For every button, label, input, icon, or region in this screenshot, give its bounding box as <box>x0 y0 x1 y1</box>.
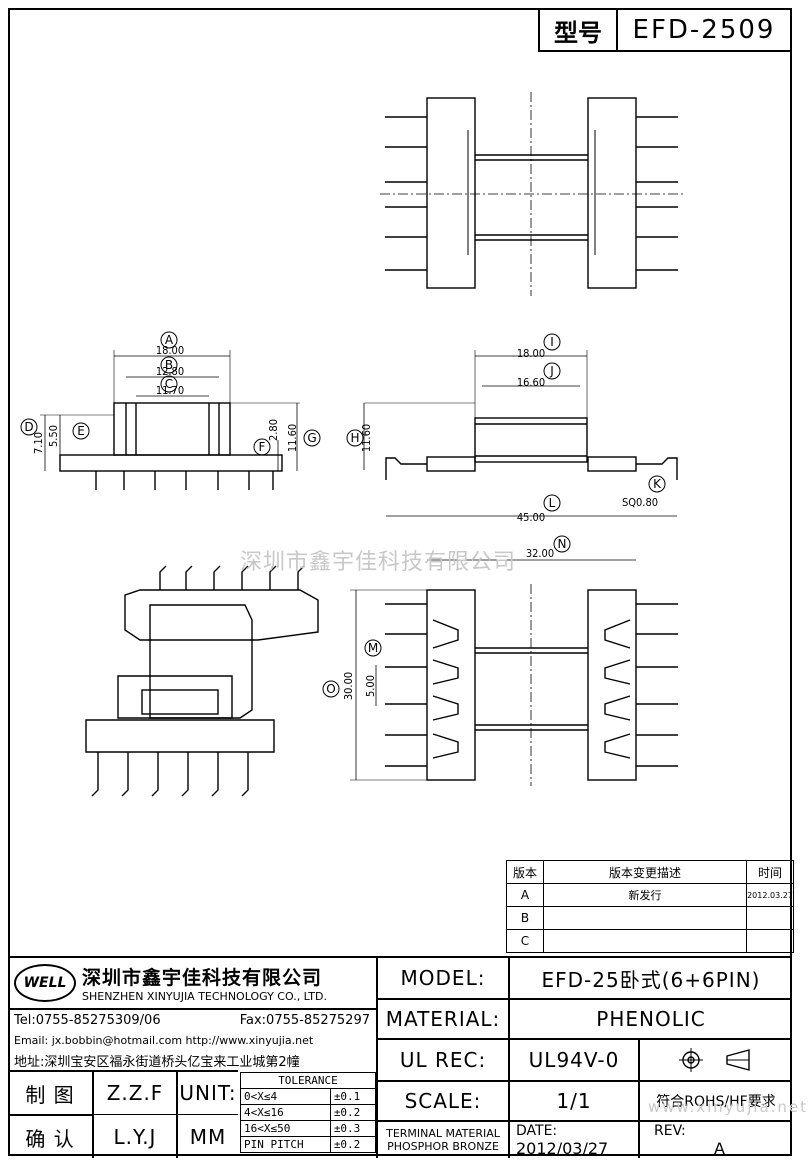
dim-E: 5.50 <box>47 425 60 447</box>
draw-name: Z.Z.F <box>92 1070 176 1114</box>
model-label: 型号 <box>540 10 618 50</box>
model-spec-value: EFD-25卧式(6+6PIN) <box>508 958 792 998</box>
dim-C: 11.70 <box>156 384 184 397</box>
tolerance-value: ±0.1 <box>329 1088 377 1105</box>
projection-symbol <box>638 1038 792 1080</box>
rev-header-desc: 版本变更描述 <box>543 860 747 884</box>
dim-A: 18.00 <box>156 344 184 357</box>
dim-L: 45.00 <box>517 511 545 524</box>
svg-text:I: I <box>550 335 554 349</box>
rev-version: A <box>506 883 544 907</box>
date-label: DATE: <box>516 1122 558 1139</box>
rev-cell: REV: A <box>638 1120 792 1158</box>
rev-header-version: 版本 <box>506 860 544 884</box>
svg-text:G: G <box>307 431 316 445</box>
rev-desc <box>543 906 747 930</box>
rev-version: B <box>506 906 544 930</box>
dim-B: 12.80 <box>156 365 184 378</box>
model-number: EFD-2509 <box>632 15 776 45</box>
rev-header-date: 时间 <box>746 860 794 884</box>
dim-J: 16.60 <box>517 376 545 389</box>
projection-circle-icon <box>679 1048 703 1072</box>
tolerance-value: ±0.2 <box>329 1104 377 1121</box>
rev-version: C <box>506 929 544 953</box>
tolerance-value: ±0.3 <box>329 1120 377 1137</box>
svg-text:F: F <box>259 440 266 454</box>
technical-drawing: ABC D E F G H I J K L M N O 18.00 12.80 11.70 7.… <box>20 92 685 797</box>
company-header: WELL 深圳市鑫宇佳科技有限公司 SHENZHEN XINYUJIA TECH… <box>8 958 376 1008</box>
rev-date: 2012.03.27 <box>746 883 794 907</box>
ulrec-label: UL REC: <box>376 1038 508 1080</box>
dim-D: 7.10 <box>32 432 45 454</box>
svg-text:E: E <box>77 424 85 438</box>
tolerance-range: PIN PITCH <box>240 1136 331 1153</box>
tolerance-range: 4<X≤16 <box>240 1104 331 1121</box>
dim-F: 2.80 <box>267 419 280 441</box>
svg-text:C: C <box>165 377 173 391</box>
company-address: 地址:深圳宝安区福永街道桥头亿宝来工业城第2幢 <box>14 1054 300 1070</box>
terminal-value: PHOSPHOR BRONZE <box>387 1140 499 1153</box>
svg-text:H: H <box>350 431 359 445</box>
tolerance-range: 0<X≤4 <box>240 1088 331 1105</box>
revision-table: 版本 版本变更描述 时间 A 新发行 2012.03.27 B C <box>506 860 794 953</box>
rohs-note: 符合ROHS/HF要求 <box>638 1080 792 1120</box>
tolerance-header: TOLERANCE <box>240 1072 376 1089</box>
dim-O: 30.00 <box>342 672 355 700</box>
company-name-cn: 深圳市鑫宇佳科技有限公司 <box>82 967 323 989</box>
dim-H: 11.60 <box>360 424 373 452</box>
rev-desc <box>543 929 747 953</box>
terminal-material: TERMINAL MATERIAL PHOSPHOR BRONZE <box>376 1120 508 1158</box>
material-value: PHENOLIC <box>508 998 792 1038</box>
svg-text:K: K <box>653 477 662 491</box>
rev-desc: 新发行 <box>543 883 747 907</box>
svg-text:D: D <box>24 420 33 434</box>
company-fax: Fax:0755-85275297 <box>239 1012 370 1028</box>
svg-text:J: J <box>549 364 554 378</box>
watermark: 深圳市鑫宇佳科技有限公司 <box>240 550 517 575</box>
title-block-bottom: WELL 深圳市鑫宇佳科技有限公司 SHENZHEN XINYUJIA TECH… <box>8 956 806 1158</box>
rev-date <box>746 929 794 953</box>
date-value: 2012/03/27 <box>516 1138 609 1158</box>
svg-text:A: A <box>165 333 174 347</box>
dim-N: 32.00 <box>526 547 554 560</box>
svg-text:O: O <box>326 682 335 696</box>
svg-text:M: M <box>368 641 378 655</box>
tolerance-range: 16<X≤50 <box>240 1120 331 1137</box>
scale-value: 1/1 <box>508 1080 638 1120</box>
company-tel: Tel:0755-85275309/06 <box>14 1012 161 1028</box>
company-contact: Tel:0755-85275309/06 Fax:0755-85275297 <box>8 1008 376 1030</box>
material-label: MATERIAL: <box>376 998 508 1038</box>
model-spec-label: MODEL: <box>376 958 508 998</box>
unit-label: UNIT: <box>176 1070 238 1114</box>
ulrec-value: UL94V-0 <box>508 1038 638 1080</box>
tolerance-table: TOLERANCE 0<X≤4±0.1 4<X≤16±0.2 16<X≤50±0… <box>240 1072 377 1153</box>
company-name-en: SHENZHEN XINYUJIA TECHNOLOGY CO., LTD. <box>82 990 327 1003</box>
date-cell: DATE: 2012/03/27 <box>508 1120 638 1158</box>
unit-value: MM <box>176 1114 238 1158</box>
svg-text:B: B <box>165 358 173 372</box>
rev-date <box>746 906 794 930</box>
check-label: 确 认 <box>8 1114 92 1158</box>
website-watermark: www.xinyujia.net <box>648 1098 808 1116</box>
rev-label: REV: <box>654 1122 686 1139</box>
draw-label: 制 图 <box>8 1070 92 1114</box>
dim-M: 5.00 <box>364 675 377 697</box>
tolerance-value: ±0.2 <box>329 1136 377 1153</box>
dim-G: 11.60 <box>286 424 299 452</box>
svg-text:L: L <box>549 496 556 510</box>
check-name: L.Y.J <box>92 1114 176 1158</box>
dim-K: SQ0.80 <box>622 496 658 509</box>
dim-I: 18.00 <box>517 347 545 360</box>
title-block: 型号 EFD-2509 <box>538 8 792 52</box>
company-logo: WELL <box>14 964 76 1002</box>
scale-label: SCALE: <box>376 1080 508 1120</box>
svg-text:N: N <box>558 537 567 551</box>
company-email: Email: jx.bobbin@hotmail.com http://www.… <box>14 1033 314 1047</box>
rev-value: A <box>714 1138 725 1158</box>
drawing-frame <box>8 8 792 1156</box>
terminal-label: TERMINAL MATERIAL <box>386 1127 500 1140</box>
projection-cone-icon <box>726 1049 750 1071</box>
